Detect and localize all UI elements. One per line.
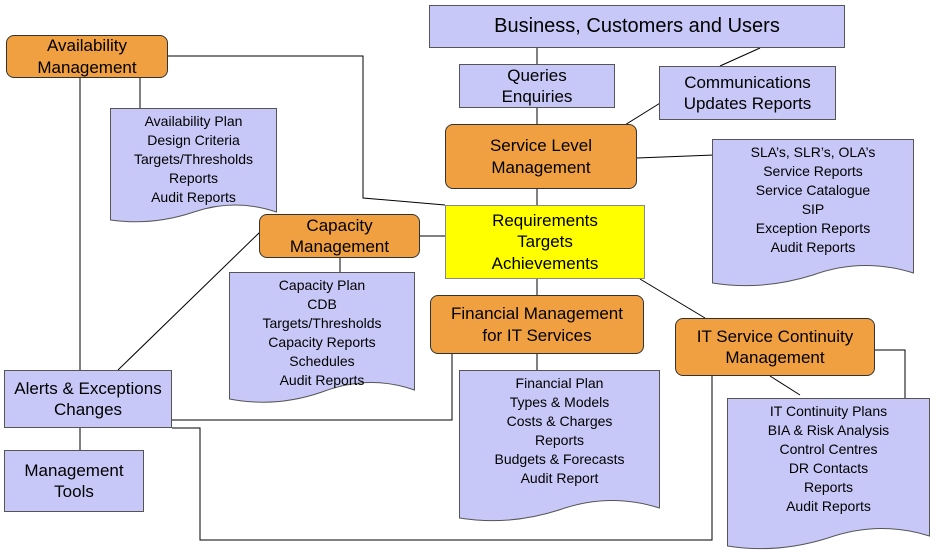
tools-line-1: Management bbox=[24, 460, 124, 480]
financial-management-box: Financial Management for IT Services bbox=[430, 295, 644, 354]
financial-doc-2: Types & Models bbox=[509, 394, 610, 410]
slm-doc-4: SIP bbox=[801, 201, 825, 217]
line-communications-slm bbox=[619, 99, 666, 129]
itscm-doc-3: Control Centres bbox=[779, 441, 878, 457]
capacity-doc-2: CDB bbox=[307, 296, 337, 312]
requirements-line-3: Achievements bbox=[491, 253, 599, 273]
capacity-doc-1: Capacity Plan bbox=[278, 277, 366, 293]
line-itscm-right bbox=[875, 349, 906, 398]
capacity-doc-4: Capacity Reports bbox=[268, 334, 376, 350]
service-level-management-box: Service Level Management bbox=[445, 124, 637, 189]
financial-doc-6: Audit Report bbox=[520, 470, 599, 486]
capacity-documents: Capacity Plan CDB Targets/Thresholds Cap… bbox=[229, 272, 415, 406]
slm-doc-6: Audit Reports bbox=[770, 239, 856, 255]
availability-doc-4: Reports bbox=[168, 170, 219, 186]
availability-management-box: Availability Management bbox=[6, 35, 168, 78]
line-itscm-docs bbox=[769, 375, 801, 396]
availability-doc-5: Audit Reports bbox=[151, 189, 236, 205]
business-label: Business, Customers and Users bbox=[494, 15, 780, 37]
requirements-line-2: Targets bbox=[517, 232, 573, 252]
financial-doc-4: Reports bbox=[534, 432, 585, 448]
document-shape bbox=[229, 272, 415, 403]
financial-doc-3: Costs & Charges bbox=[506, 413, 613, 429]
availability-line-1: Availability bbox=[46, 36, 127, 56]
slm-line-2: Management bbox=[491, 157, 591, 177]
availability-doc-1: Availability Plan bbox=[144, 113, 243, 129]
alerts-line-2: Changes bbox=[53, 400, 123, 419]
slm-doc-3: Service Catalogue bbox=[755, 182, 871, 198]
line-financial-alerts bbox=[172, 354, 453, 421]
itscm-doc-1: IT Continuity Plans bbox=[769, 403, 888, 419]
capacity-doc-6: Audit Reports bbox=[279, 372, 365, 388]
financial-line-1: Financial Management bbox=[451, 304, 623, 324]
document-shape bbox=[459, 370, 660, 522]
alerts-exceptions-box: Alerts & Exceptions Changes bbox=[4, 370, 172, 428]
business-customers-users-box: Business, Customers and Users bbox=[429, 5, 845, 48]
financial-line-2: for IT Services bbox=[482, 325, 592, 345]
line-business-communications bbox=[719, 47, 761, 67]
alerts-line-1: Alerts & Exceptions bbox=[14, 378, 162, 398]
availability-line-2: Management bbox=[37, 57, 137, 77]
requirements-box: Requirements Targets Achievements bbox=[445, 205, 645, 279]
communications-line-1: Communications bbox=[684, 72, 811, 92]
slm-line-1: Service Level bbox=[489, 136, 593, 156]
availability-doc-2: Design Criteria bbox=[147, 132, 240, 148]
line-requirements-itscm bbox=[639, 278, 706, 319]
queries-line-2: Enquiries bbox=[501, 87, 573, 106]
financial-documents: Financial Plan Types & Models Costs & Ch… bbox=[459, 370, 660, 524]
queries-box: Queries Enquiries bbox=[459, 64, 615, 108]
slm-doc-5: Exception Reports bbox=[755, 220, 871, 236]
line-alerts-itscm-loop bbox=[172, 376, 713, 541]
line-slm-slmdocs bbox=[636, 154, 715, 159]
tools-line-2: Tools bbox=[54, 482, 94, 501]
line-availability-requirements bbox=[168, 55, 446, 206]
itscm-doc-5: Reports bbox=[803, 479, 854, 495]
requirements-line-1: Requirements bbox=[492, 211, 598, 231]
slm-documents: SLA’s, SLR’s, OLA’s Service Reports Serv… bbox=[712, 139, 914, 291]
itscm-doc-6: Audit Reports bbox=[786, 498, 871, 514]
itscm-doc-2: BIA & Risk Analysis bbox=[767, 422, 890, 438]
communications-line-2: Updates Reports bbox=[683, 94, 812, 113]
line-capacity-alerts bbox=[117, 231, 261, 371]
itscm-line-1: IT Service Continuity bbox=[696, 326, 854, 346]
management-tools-box: Management Tools bbox=[4, 450, 144, 512]
document-shape bbox=[110, 108, 277, 223]
document-shape bbox=[712, 139, 914, 287]
it-service-continuity-box: IT Service Continuity Management bbox=[675, 318, 875, 376]
queries-line-1: Queries bbox=[507, 65, 567, 85]
capacity-doc-3: Targets/Thresholds bbox=[262, 315, 382, 331]
financial-doc-1: Financial Plan bbox=[515, 375, 604, 391]
capacity-line-2: Management bbox=[289, 237, 390, 256]
itscm-doc-4: DR Contacts bbox=[788, 460, 869, 476]
capacity-doc-5: Schedules bbox=[289, 353, 355, 369]
capacity-management-box: Capacity Management bbox=[259, 214, 420, 258]
financial-doc-5: Budgets & Forecasts bbox=[494, 451, 625, 467]
communications-box: Communications Updates Reports bbox=[659, 66, 836, 120]
slm-doc-2: Service Reports bbox=[763, 163, 863, 179]
availability-documents: Availability Plan Design Criteria Target… bbox=[110, 108, 277, 228]
document-shape bbox=[727, 398, 930, 550]
capacity-line-1: Capacity bbox=[306, 215, 373, 235]
itscm-documents: IT Continuity Plans BIA & Risk Analysis … bbox=[727, 398, 930, 553]
slm-doc-1: SLA’s, SLR’s, OLA’s bbox=[750, 144, 876, 160]
availability-doc-3: Targets/Thresholds bbox=[133, 151, 254, 167]
itscm-line-2: Management bbox=[725, 348, 825, 367]
